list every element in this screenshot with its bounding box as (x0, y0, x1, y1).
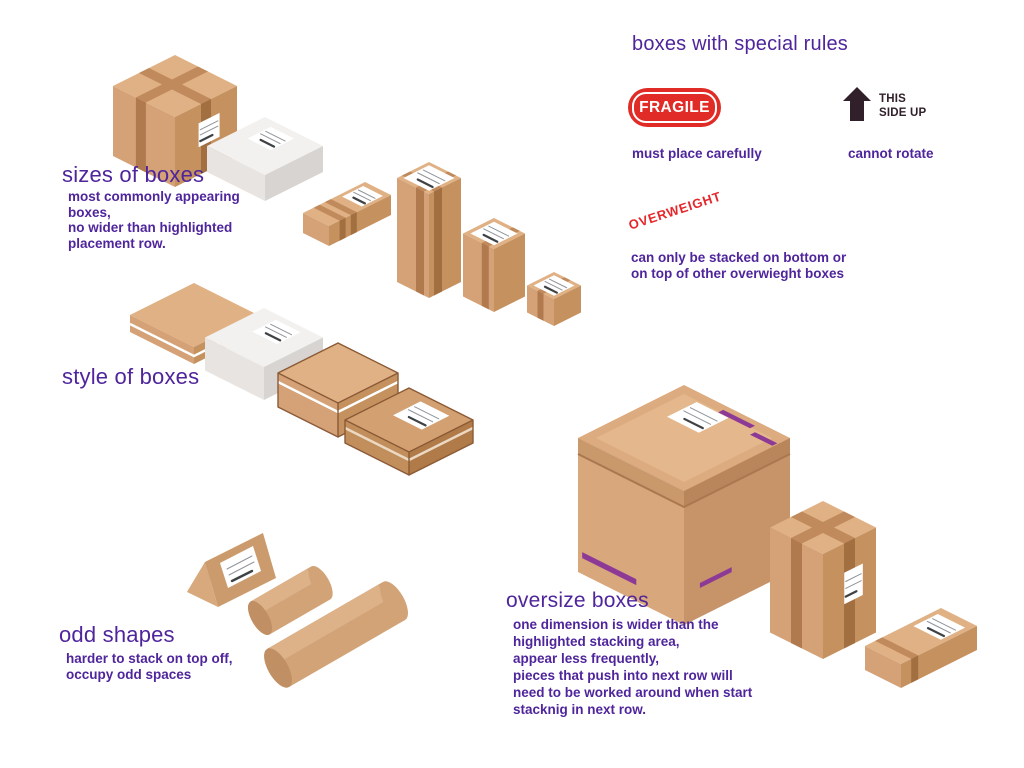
oversize-desc: one dimension is wider than the highligh… (513, 617, 753, 717)
fragile-badge-label: FRAGILE (639, 98, 710, 116)
oversize-box-taped (770, 501, 876, 659)
sizes-box-white-flat (207, 117, 323, 201)
sizes-box-medium (463, 218, 525, 312)
odd-prism (187, 533, 276, 607)
side-up-caption: cannot rotate (848, 146, 934, 161)
sizes-box-tall (397, 162, 461, 298)
odd-cylinder-long (264, 581, 408, 688)
odd-cylinder-short (247, 565, 333, 636)
style-box-dark (344, 387, 474, 476)
odd-shapes-desc: harder to stack on top off, occupy odd s… (66, 651, 233, 682)
fragile-badge-ring (632, 92, 717, 123)
oversize-box-long (865, 608, 977, 688)
fragile-caption: must place carefully (632, 146, 762, 161)
oversize-title: oversize boxes (506, 589, 649, 612)
overweight-desc: can only be stacked on bottom or on top … (631, 250, 847, 281)
sizes-box-taped (113, 55, 237, 187)
oversize-box-big (577, 385, 791, 625)
fragile-badge: FRAGILE (628, 88, 721, 127)
sizes-desc: most commonly appearing boxes, no wider … (68, 189, 240, 251)
side-up-label: THIS SIDE UP (879, 93, 927, 119)
special-rules-title: boxes with special rules (632, 33, 849, 55)
sizes-title: sizes of boxes (62, 162, 205, 187)
style-title: style of boxes (62, 364, 200, 389)
up-arrow-icon (843, 87, 871, 121)
sizes-box-horizontal (303, 182, 391, 246)
odd-shapes-title: odd shapes (59, 622, 175, 647)
sizes-box-small (527, 272, 581, 326)
